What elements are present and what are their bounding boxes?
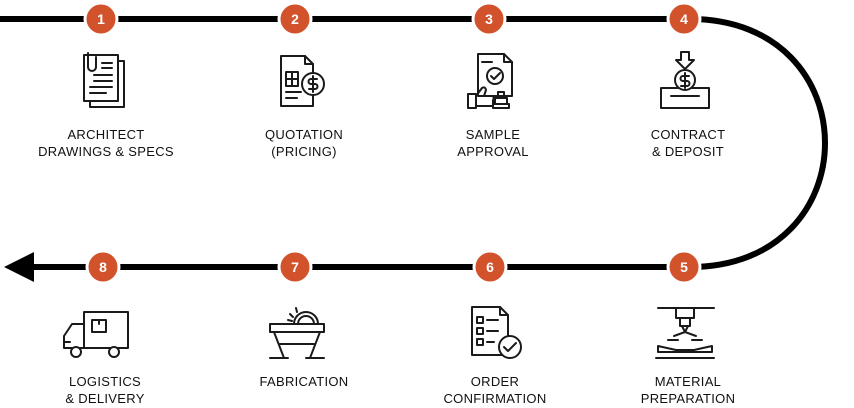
step-label-8: LOGISTICS & DELIVERY [15,373,195,407]
invoice-dollar-icon [280,55,325,107]
label-line2: & DELIVERY [65,391,145,406]
documents-paperclip-icon [83,52,125,108]
step-badge-7: 7 [277,249,313,285]
deposit-coin-icon [660,51,710,109]
step-number: 8 [99,259,107,275]
label-line1: FABRICATION [259,374,349,389]
label-line1: QUOTATION [264,127,344,142]
step-badge-5: 5 [666,249,702,285]
label-line1: CONTRACT [650,127,726,142]
step-badge-3: 3 [471,1,507,37]
step-label-5: MATERIAL PREPARATION [598,373,778,407]
step-label-3: SAMPLE APPROVAL [403,126,583,160]
label-line1: ORDER [470,374,520,389]
return-curve [689,16,828,270]
arrow-head-icon [4,252,34,282]
step-label-4: CONTRACT & DEPOSIT [598,126,778,160]
label-line2: PREPARATION [640,391,736,406]
step-badge-2: 2 [277,1,313,37]
step-label-1: ARCHITECT DRAWINGS & SPECS [16,126,196,160]
step-badge-8: 8 [85,249,121,285]
label-line1: SAMPLE [465,127,521,142]
table-saw-icon [269,307,325,359]
step-label-7: FABRICATION [214,373,394,390]
delivery-truck-icon [63,311,129,358]
label-line1: MATERIAL [654,374,722,389]
label-line2: CONFIRMATION [443,391,547,406]
label-line2: & DEPOSIT [651,144,725,159]
step-badge-4: 4 [666,1,702,37]
step-number: 3 [485,11,493,27]
step-number: 6 [486,259,494,275]
step-number: 1 [97,11,105,27]
label-line2: (PRICING) [271,144,337,159]
step-number: 2 [291,11,299,27]
step-number: 5 [680,259,688,275]
approval-stamp-icon [467,53,513,109]
checklist-check-icon [471,306,522,359]
label-line2: APPROVAL [457,144,529,159]
step-label-2: QUOTATION (PRICING) [214,126,394,160]
press-machine-icon [655,307,715,359]
step-number: 7 [291,259,299,275]
step-badge-6: 6 [472,249,508,285]
step-badge-1: 1 [83,1,119,37]
label-line2: DRAWINGS & SPECS [38,144,174,159]
label-line1: ARCHITECT [67,127,145,142]
step-number: 4 [680,11,688,27]
label-line1: LOGISTICS [68,374,142,389]
step-label-6: ORDER CONFIRMATION [405,373,585,407]
